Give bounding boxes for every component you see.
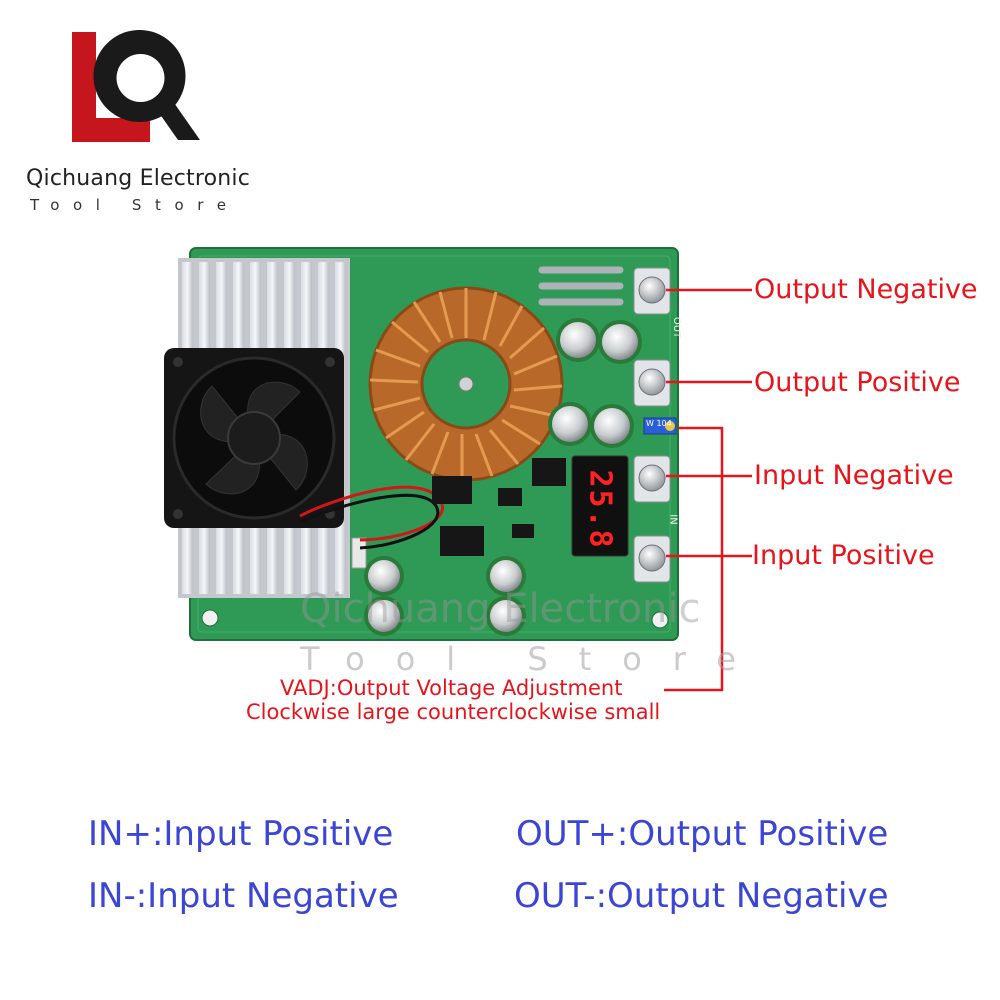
silkscreen-out: OUT — [671, 316, 683, 339]
silkscreen-in: IN — [667, 514, 679, 525]
vadj-line-2: Clockwise large counterclockwise small — [246, 700, 661, 724]
legend-in-minus: IN-:Input Negative — [88, 876, 399, 916]
input-capacitors — [364, 556, 526, 636]
toroid-inductor — [368, 286, 564, 482]
vadj-potentiometer — [643, 417, 677, 435]
watermark-name: Qichuang Electronic — [300, 586, 701, 632]
display-reading: 25.8 — [582, 469, 618, 550]
legend-out-minus: OUT-:Output Negative — [514, 876, 889, 916]
legend-in-plus: IN+:Input Positive — [88, 814, 394, 854]
led-voltage-display — [571, 455, 629, 557]
vadj-line-1: VADJ:Output Voltage Adjustment — [280, 676, 623, 700]
cooling-fan — [164, 348, 344, 528]
silkscreen-pot: W 104 — [646, 419, 672, 428]
callout-input-positive: Input Positive — [752, 540, 935, 571]
legend-out-plus: OUT+:Output Positive — [516, 814, 889, 854]
callout-output-negative: Output Negative — [754, 274, 978, 305]
shunt-resistors — [538, 266, 624, 306]
brand-subtitle: Tool Store — [30, 196, 240, 214]
output-capacitors — [548, 318, 642, 448]
watermark-subtitle: Tool Store — [300, 640, 767, 678]
terminal-screws — [633, 267, 671, 583]
brand-name: Qichuang Electronic — [26, 166, 251, 191]
callout-output-positive: Output Positive — [754, 367, 961, 398]
callout-input-negative: Input Negative — [754, 460, 954, 491]
control-ics — [432, 458, 566, 556]
